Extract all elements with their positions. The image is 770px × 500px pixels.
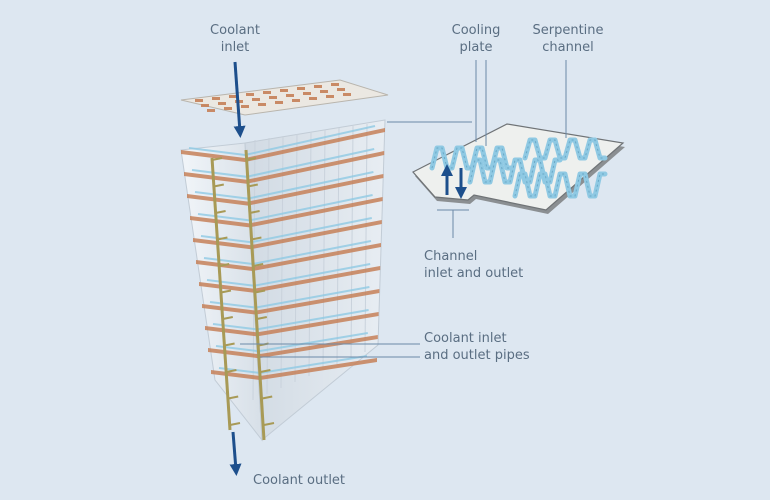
cell-terminal xyxy=(303,92,311,95)
pipe-connector xyxy=(226,369,237,373)
coolant-pipes xyxy=(210,149,275,441)
pipe-connector xyxy=(256,316,267,320)
serpentine-row-1-flow xyxy=(431,147,512,169)
pipe-connector xyxy=(219,263,230,267)
pipe-connector xyxy=(228,395,239,400)
cell-terminal xyxy=(326,95,334,98)
inlet-pipe xyxy=(210,157,232,431)
pipe-connector xyxy=(217,236,228,241)
pipe-connector xyxy=(245,157,257,161)
label-serpentine-channel: Serpentine channel xyxy=(523,22,613,56)
pipe-connector xyxy=(260,369,271,373)
cell-terminal xyxy=(331,83,339,86)
serpentine-channel-path xyxy=(429,137,608,199)
label-cooling-plate-line-1: Cooling xyxy=(451,23,501,38)
pipe-connector xyxy=(224,342,235,347)
cell-terminal xyxy=(201,104,209,107)
pipe-connector xyxy=(253,263,264,267)
cell-terminal xyxy=(218,102,226,105)
stack-top-face xyxy=(180,79,389,116)
pipe-connectors xyxy=(211,157,275,426)
cell-terminal xyxy=(320,90,328,93)
cell-column-line xyxy=(336,127,340,365)
label-channel-inlet-outlet: Channel inlet and outlet xyxy=(424,248,523,282)
cell-terminal xyxy=(252,98,260,101)
cell-terminals xyxy=(195,83,351,112)
label-coolant-inlet: Coolant inlet xyxy=(200,22,270,56)
label-coolant-outlet: Coolant outlet xyxy=(253,473,346,488)
pipe-connector xyxy=(213,183,224,188)
cell-terminal xyxy=(275,101,283,104)
outlet-pipe xyxy=(244,149,266,441)
cooling-plate-detail xyxy=(412,123,625,214)
label-cooling-plate: Cooling plate xyxy=(441,22,511,56)
cell-terminal xyxy=(241,105,249,108)
pipe-connector xyxy=(215,210,226,214)
cell-terminal xyxy=(263,91,271,94)
cell-terminal xyxy=(337,88,345,91)
cell-terminal xyxy=(280,89,288,92)
pipe-connector xyxy=(222,316,233,320)
cell-terminal xyxy=(212,97,220,100)
cell-terminal xyxy=(292,99,300,102)
cell-terminal xyxy=(207,109,215,112)
pipe-connector xyxy=(251,236,262,241)
pipe-connector xyxy=(249,210,260,214)
cell-terminal xyxy=(246,93,254,96)
label-coolant-pipes-line-1: Coolant inlet xyxy=(424,331,507,346)
label-serpentine-channel-line-2: channel xyxy=(542,40,594,55)
label-cooling-plate-line-2: plate xyxy=(459,40,493,55)
cell-terminal xyxy=(343,93,351,96)
cell-terminal xyxy=(195,99,203,102)
label-coolant-inlet-line-2: inlet xyxy=(220,40,250,55)
label-serpentine-channel-line-1: Serpentine xyxy=(532,23,604,38)
serpentine-row-4-flow xyxy=(524,139,605,159)
cell-terminal xyxy=(229,95,237,98)
cell-column-line xyxy=(294,133,298,383)
flow-arrow-icon xyxy=(229,431,242,476)
pipe-connector xyxy=(220,289,232,294)
label-coolant-inlet-line-1: Coolant xyxy=(210,23,260,38)
cell-terminal xyxy=(314,85,322,88)
pipe-connector xyxy=(262,395,273,400)
label-coolant-pipes: Coolant inlet and outlet pipes xyxy=(424,330,530,364)
cell-terminal xyxy=(309,97,317,100)
cell-terminal xyxy=(224,107,232,110)
cell-terminal xyxy=(258,103,266,106)
cell-terminal xyxy=(286,94,294,97)
pipe-connector xyxy=(247,183,258,188)
pipe-connector xyxy=(254,289,266,294)
cell-terminal xyxy=(269,96,277,99)
pipe-connector xyxy=(211,157,223,161)
pipe-connector xyxy=(263,422,275,426)
cell-terminal xyxy=(297,87,305,90)
leader-lines xyxy=(240,60,567,358)
label-channel-inlet-outlet-line-1: Channel xyxy=(424,249,478,264)
serpentine-row-3-flow xyxy=(514,173,605,197)
cell-column-line xyxy=(364,123,368,353)
flow-arrow-icon xyxy=(233,61,246,138)
pipe-connector xyxy=(229,422,241,426)
battery-stack xyxy=(180,79,389,442)
cell-column-line xyxy=(308,131,312,377)
label-channel-inlet-outlet-line-2: inlet and outlet xyxy=(424,266,524,281)
label-coolant-pipes-line-2: and outlet pipes xyxy=(424,348,530,363)
